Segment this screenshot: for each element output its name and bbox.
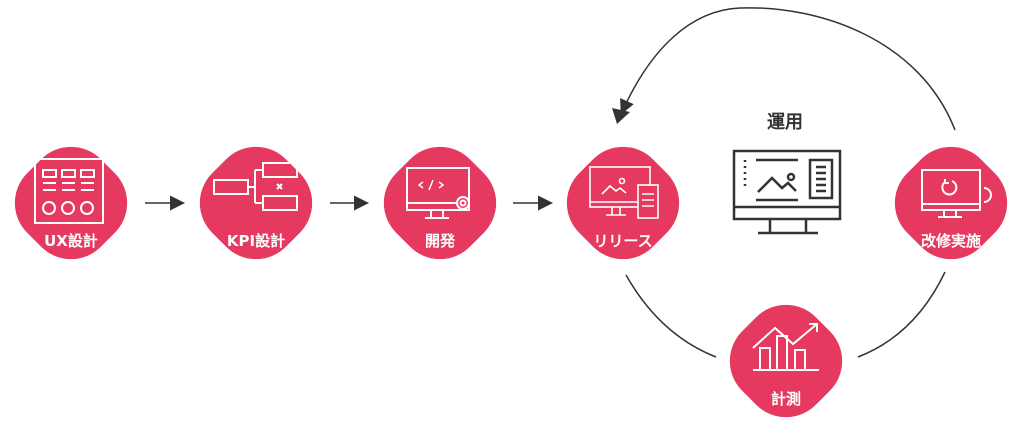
loop-release-to-measure xyxy=(625,274,717,358)
refresh-monitor-icon xyxy=(921,169,992,218)
ui-wireframe-icon xyxy=(34,158,104,224)
step-label: 開発 xyxy=(424,232,455,250)
step-label: UX設計 xyxy=(44,232,98,250)
loop-fix-to-release xyxy=(620,7,956,131)
kpi-tree-icon xyxy=(213,162,298,211)
step-release: リリース xyxy=(549,129,697,277)
step-ux-design: UX設計 xyxy=(0,129,145,277)
step-kpi-design: KPI設計 xyxy=(182,129,330,277)
loop-measure-to-fix xyxy=(857,271,946,358)
step-label: リリース xyxy=(593,232,653,250)
step-fix: 改修実施 xyxy=(877,129,1024,277)
dashboard-monitor-icon xyxy=(732,149,842,235)
step-label: KPI設計 xyxy=(226,232,286,250)
step-label: 改修実施 xyxy=(920,232,981,250)
bar-chart-growth-icon xyxy=(752,323,819,371)
step-development: 開発 xyxy=(366,129,514,277)
step-measure: 計測 xyxy=(712,287,860,435)
multi-device-icon xyxy=(589,166,659,219)
operation-label: 運用 xyxy=(767,112,803,133)
code-monitor-icon xyxy=(406,167,470,219)
step-label: 計測 xyxy=(770,390,801,408)
